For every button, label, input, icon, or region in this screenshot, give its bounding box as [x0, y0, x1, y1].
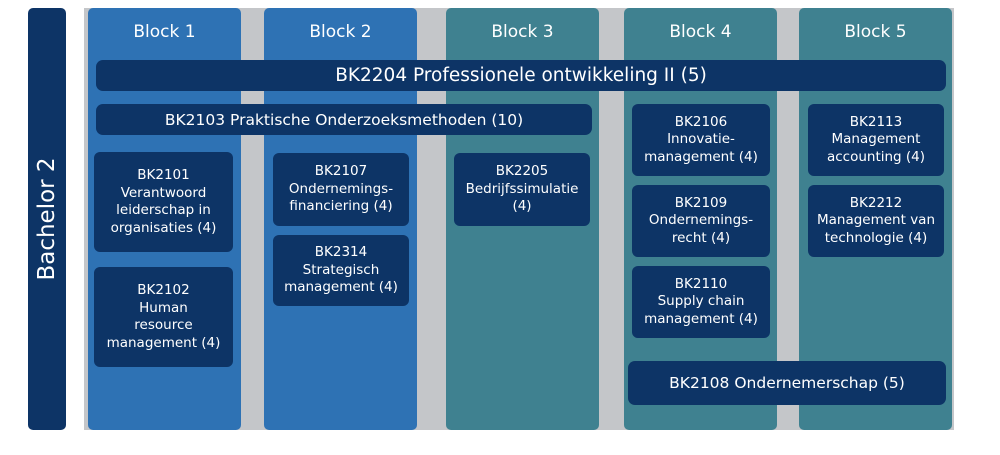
year-label: Bachelor 2 [34, 157, 60, 281]
course-bk2204: BK2204 Professionele ontwikkeling II (5) [96, 60, 946, 91]
course-bk2212: BK2212 Management van technologie (4) [808, 185, 944, 257]
course-bk2205: BK2205 Bedrijfssimulatie (4) [454, 153, 590, 226]
course-bk2113: BK2113 Management accounting (4) [808, 104, 944, 176]
course-bk2103: BK2103 Praktische Onderzoeksmethoden (10… [96, 104, 592, 135]
course-bk2107: BK2107 Ondernemings- financiering (4) [273, 153, 409, 226]
course-bk2101: BK2101 Verantwoord leiderschap in organi… [94, 152, 233, 252]
year-label-bar: Bachelor 2 [28, 8, 66, 430]
course-bk2108: BK2108 Ondernemerschap (5) [628, 361, 946, 405]
course-bk2102: BK2102 Human resource management (4) [94, 267, 233, 367]
course-bk2106: BK2106 Innovatie- management (4) [632, 104, 770, 176]
course-bk2314: BK2314 Strategisch management (4) [273, 235, 409, 306]
block-3-title: Block 3 [491, 22, 554, 42]
block-4-title: Block 4 [669, 22, 732, 42]
block-5-title: Block 5 [844, 22, 907, 42]
block-1-title: Block 1 [133, 22, 196, 42]
block-2-title: Block 2 [309, 22, 372, 42]
course-bk2110: BK2110 Supply chain management (4) [632, 266, 770, 338]
course-bk2109: BK2109 Ondernemings- recht (4) [632, 185, 770, 257]
